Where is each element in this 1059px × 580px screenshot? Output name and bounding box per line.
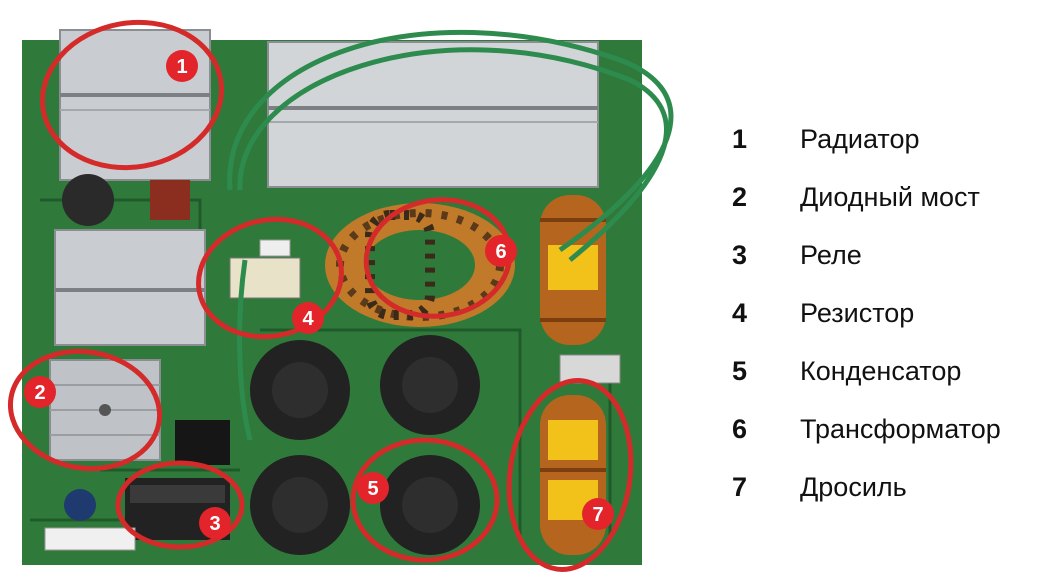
annotation-circle-3	[115, 460, 245, 550]
legend-label: Резистор	[800, 297, 915, 328]
legend-number: 1	[732, 123, 748, 154]
annotation-circle-1	[39, 19, 225, 171]
legend-number: 6	[732, 413, 748, 444]
legend-number: 7	[732, 471, 748, 502]
annotation-circle-5	[350, 437, 500, 563]
marker-2: 2	[24, 376, 56, 408]
bottom-connectors	[44, 527, 136, 551]
marker-3: 3	[199, 507, 231, 539]
terminal-block	[559, 354, 621, 384]
svg-text:3: 3	[209, 513, 220, 535]
marker-7: 7	[582, 498, 614, 530]
legend-label: Реле	[800, 239, 862, 270]
legend-number: 4	[732, 297, 748, 328]
annotation-circle-7	[506, 378, 634, 572]
legend-label: Диодный мост	[800, 181, 980, 212]
annotation-circle-2	[7, 348, 163, 472]
marker-4: 4	[292, 302, 324, 334]
legend-item-1: 1 Радиатор	[720, 110, 1055, 168]
legend-number: 5	[732, 355, 748, 386]
transformer-toroid	[325, 203, 515, 327]
marker-5: 5	[357, 472, 389, 504]
relay-label	[130, 485, 225, 503]
legend-item-4: 4 Резистор	[720, 284, 1055, 342]
legend-label: Конденсатор	[800, 355, 962, 386]
film-capacitor	[150, 180, 190, 220]
large-capacitors	[250, 335, 480, 555]
black-connector	[175, 420, 230, 465]
heatsink-top-large	[267, 41, 599, 188]
legend-item-6: 6 Трансформатор	[720, 400, 1055, 458]
svg-text:7: 7	[592, 504, 603, 526]
legend-number: 3	[732, 239, 748, 270]
marker-1: 1	[166, 50, 198, 82]
annotation-circle-4	[196, 216, 344, 340]
marker-6: 6	[485, 235, 517, 267]
circuit-board-photo: 1 2 3 4 5 6 7	[7, 19, 674, 572]
legend-number: 2	[732, 181, 748, 212]
green-wires	[227, 29, 674, 441]
svg-text:1: 1	[176, 56, 187, 78]
legend-item-2: 2 Диодный мост	[720, 168, 1055, 226]
svg-text:6: 6	[495, 241, 506, 263]
heatsink-middle-left	[54, 229, 206, 346]
legend-item-3: 3 Реле	[720, 226, 1055, 284]
legend-item-7: 7 Дросиль	[720, 458, 1055, 516]
legend-label: Трансформатор	[800, 413, 1001, 444]
component-legend: 1 Радиатор 2 Диодный мост 3 Реле 4 Резис…	[720, 110, 1055, 516]
connector-white	[259, 239, 291, 257]
choke-upper	[540, 195, 606, 345]
legend-label: Дросиль	[800, 471, 907, 502]
svg-text:2: 2	[34, 382, 45, 404]
small-electrolytic-capacitor	[64, 489, 96, 521]
choke-lower	[540, 395, 606, 555]
svg-text:5: 5	[367, 478, 378, 500]
legend-item-5: 5 Конденсатор	[720, 342, 1055, 400]
annotation-circles	[7, 19, 634, 572]
legend-label: Радиатор	[800, 123, 920, 154]
small-capacitor-left	[62, 174, 114, 226]
svg-text:4: 4	[302, 308, 314, 330]
